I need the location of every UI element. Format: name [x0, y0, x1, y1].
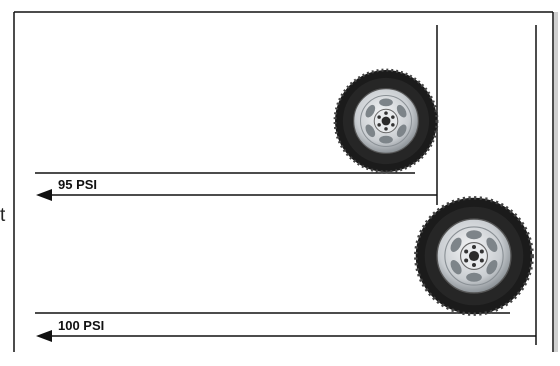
tire-icon-100 — [414, 196, 534, 316]
measure-arrow-100 — [36, 330, 536, 342]
frame-shadow — [554, 12, 558, 352]
diagram-frame — [13, 11, 554, 352]
measure-arrow-95 — [36, 189, 437, 201]
truncated-text-fragment: t — [0, 205, 6, 226]
pressure-label-100: 100 PSI — [58, 318, 104, 333]
pressure-label-95: 95 PSI — [58, 177, 97, 192]
tire-icon-95 — [333, 68, 439, 174]
